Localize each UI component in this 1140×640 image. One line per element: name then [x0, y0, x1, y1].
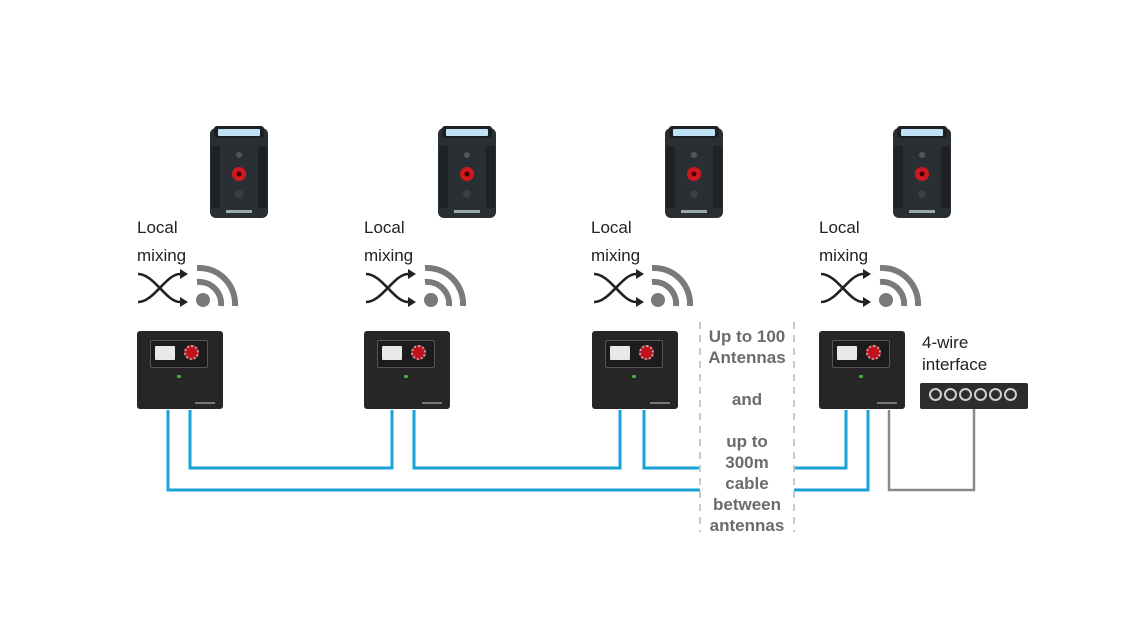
port-icon	[929, 388, 942, 401]
antenna-display	[382, 346, 402, 360]
local-mixing-label: Local mixing	[137, 214, 186, 270]
local-mixing-icon	[137, 269, 188, 307]
cable-loop-inner	[188, 410, 394, 470]
port-icon	[959, 388, 972, 401]
brand-mark	[195, 402, 215, 404]
antenna-device-icon	[819, 331, 905, 409]
antenna-panel	[832, 340, 890, 368]
cable-loop-inner	[412, 410, 622, 470]
label-line1: Local	[591, 218, 632, 237]
brand-mark	[650, 402, 670, 404]
cable-loop-outer	[794, 410, 870, 492]
beltpack-icon	[891, 124, 953, 220]
note-line: Up to 100	[708, 327, 786, 346]
label-line2: mixing	[591, 246, 641, 265]
brand-mark	[877, 402, 897, 404]
note-line: 300m	[725, 453, 769, 472]
antenna-device-icon	[592, 331, 678, 409]
local-mixing-label: Local mixing	[364, 214, 413, 270]
label-line2: mixing	[364, 246, 414, 265]
note-line: cable	[725, 474, 769, 493]
antenna-display	[837, 346, 857, 360]
wireless-signal-icon	[651, 264, 694, 307]
local-mixing-label: Local mixing	[591, 214, 640, 270]
label-line1: Local	[819, 218, 860, 237]
antenna-display	[155, 346, 175, 360]
status-led-icon	[177, 375, 181, 378]
beltpack-icon	[436, 124, 498, 220]
status-led-icon	[859, 375, 863, 378]
wireless-signal-icon	[196, 264, 239, 307]
interface-line1: 4-wire	[922, 333, 969, 352]
antenna-device-icon	[364, 331, 450, 409]
antenna-panel	[605, 340, 663, 368]
interface-line2: interface	[922, 355, 988, 374]
beltpack-icon	[663, 124, 725, 220]
local-mixing-icon	[820, 269, 871, 307]
local-mixing-icon	[593, 269, 644, 307]
antenna-device-icon	[137, 331, 223, 409]
status-led-icon	[632, 375, 636, 378]
label-line2: mixing	[819, 246, 869, 265]
label-line2: mixing	[137, 246, 187, 265]
antenna-knob-icon	[184, 345, 199, 360]
antenna-panel	[150, 340, 208, 368]
brand-mark	[422, 402, 442, 404]
local-mixing-icon	[365, 269, 416, 307]
port-icon	[944, 388, 957, 401]
note-line: up to	[726, 432, 768, 451]
port-icon	[989, 388, 1002, 401]
interface-label: 4-wire interface	[922, 332, 987, 376]
note-line: and	[731, 390, 763, 409]
note-line: between	[712, 495, 782, 514]
antenna-knob-icon	[639, 345, 654, 360]
note-line: antennas	[709, 516, 785, 535]
cable-loop-inner	[794, 410, 848, 470]
interface-cable	[887, 408, 976, 492]
status-led-icon	[404, 375, 408, 378]
antenna-knob-icon	[411, 345, 426, 360]
label-line1: Local	[364, 218, 405, 237]
capacity-note: Up to 100 Antennas and up to 300m cable …	[700, 326, 794, 536]
antenna-panel	[377, 340, 435, 368]
local-mixing-label: Local mixing	[819, 214, 868, 270]
cable-loop-outer	[166, 410, 700, 492]
note-line: Antennas	[708, 348, 786, 367]
wireless-signal-icon	[879, 264, 922, 307]
beltpack-icon	[208, 124, 270, 220]
antenna-display	[610, 346, 630, 360]
port-icon	[1004, 388, 1017, 401]
antenna-knob-icon	[866, 345, 881, 360]
cable-loop-inner	[642, 410, 700, 470]
four-wire-interface-icon	[920, 383, 1028, 409]
port-icon	[974, 388, 987, 401]
wireless-signal-icon	[424, 264, 467, 307]
label-line1: Local	[137, 218, 178, 237]
